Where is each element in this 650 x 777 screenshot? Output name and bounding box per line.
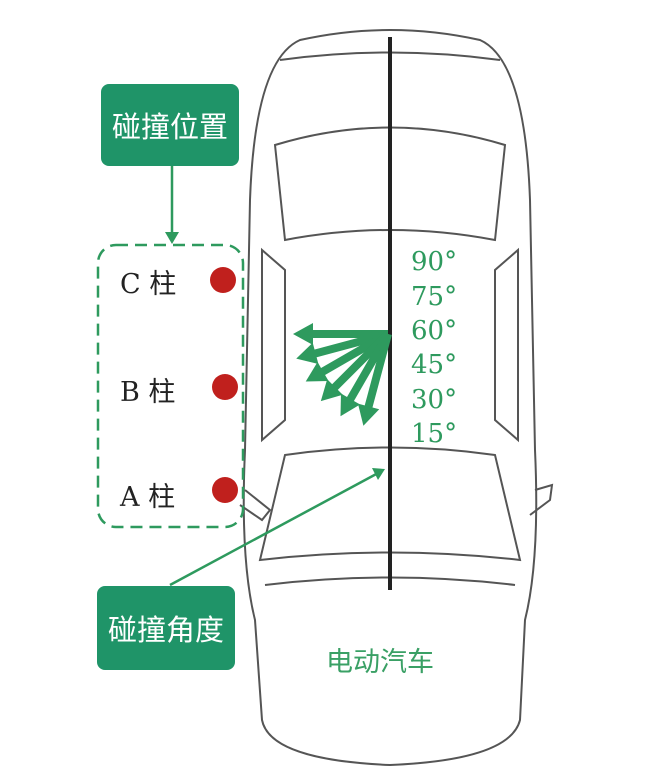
impact-arrowhead-45 <box>320 379 343 402</box>
pillar-b-dot[interactable] <box>212 374 238 400</box>
pillar-group-frame <box>96 243 245 529</box>
impact-arrowhead-75 <box>296 342 319 365</box>
angle-label-75: 75° <box>411 282 458 312</box>
impact-arrowhead-15 <box>357 403 380 426</box>
position-arrowhead <box>165 232 179 244</box>
pillar-c-dot[interactable] <box>210 267 236 293</box>
angle-connector <box>169 470 381 587</box>
collision-position-box: 碰撞位置 <box>101 84 239 166</box>
angle-label-90: 90° <box>411 247 458 277</box>
pillar-a-label: A 柱 <box>120 482 176 513</box>
angle-label-30: 30° <box>411 385 458 415</box>
impact-arrowhead-60 <box>305 361 329 382</box>
angle-label-60: 60° <box>411 316 458 346</box>
pillar-c-label: C 柱 <box>120 269 177 300</box>
vehicle-label: 电动汽车 <box>326 647 434 678</box>
impact-arrowhead-30 <box>340 393 361 417</box>
pillar-a-dot[interactable] <box>212 477 238 503</box>
impact-arrowhead-90 <box>293 323 313 345</box>
impact-angle-arrows <box>293 323 392 426</box>
angle-label-15: 15° <box>411 419 458 449</box>
impact-arrow-15 <box>362 332 392 416</box>
angle-label-45: 45° <box>411 350 458 380</box>
angle-arrowhead <box>372 468 385 480</box>
collision-angle-box: 碰撞角度 <box>97 586 235 670</box>
pillar-b-label: B 柱 <box>120 377 176 408</box>
